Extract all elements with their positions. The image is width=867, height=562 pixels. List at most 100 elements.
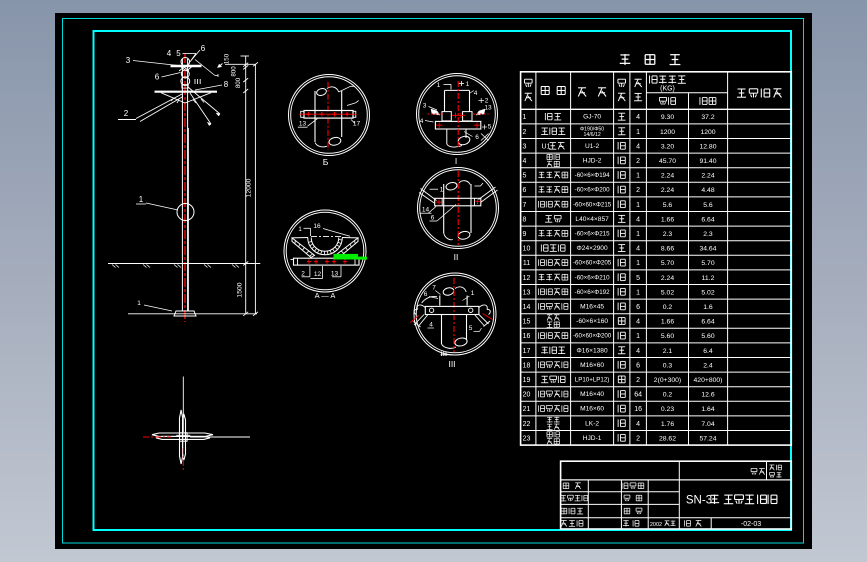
svg-text:I: I bbox=[455, 156, 457, 166]
svg-text:34.64: 34.64 bbox=[699, 246, 716, 253]
svg-text:6: 6 bbox=[431, 215, 435, 222]
svg-text:4: 4 bbox=[167, 49, 172, 58]
svg-text:4: 4 bbox=[636, 216, 640, 223]
svg-text:2.24: 2.24 bbox=[701, 173, 714, 180]
svg-text:0.23: 0.23 bbox=[661, 406, 674, 413]
svg-text:-60×6×160: -60×6×160 bbox=[576, 318, 608, 325]
svg-text:3: 3 bbox=[126, 56, 131, 65]
svg-text:6: 6 bbox=[636, 362, 640, 369]
svg-text:13: 13 bbox=[331, 271, 339, 278]
svg-text:1: 1 bbox=[636, 202, 640, 209]
svg-text:4: 4 bbox=[636, 319, 640, 326]
svg-text:1: 1 bbox=[139, 195, 144, 204]
svg-text:3: 3 bbox=[423, 103, 427, 110]
svg-text:23: 23 bbox=[523, 435, 531, 442]
svg-text:12000: 12000 bbox=[246, 178, 253, 197]
svg-text:2: 2 bbox=[124, 109, 129, 118]
svg-text:1: 1 bbox=[437, 82, 441, 89]
svg-text:2.1: 2.1 bbox=[663, 348, 673, 355]
svg-text:4.48: 4.48 bbox=[701, 187, 714, 194]
svg-text:18: 18 bbox=[523, 362, 531, 369]
svg-text:2: 2 bbox=[301, 271, 305, 278]
svg-text:1: 1 bbox=[636, 231, 640, 238]
svg-text:4: 4 bbox=[636, 348, 640, 355]
svg-text:M16×60: M16×60 bbox=[580, 362, 604, 369]
svg-text:6: 6 bbox=[424, 291, 428, 298]
svg-text:1.6: 1.6 bbox=[703, 304, 713, 311]
svg-text:5.02: 5.02 bbox=[701, 289, 714, 296]
svg-text:6.4: 6.4 bbox=[703, 348, 713, 355]
svg-text:11.2: 11.2 bbox=[702, 275, 715, 282]
svg-text:20: 20 bbox=[523, 392, 531, 399]
svg-text:9.30: 9.30 bbox=[661, 114, 674, 121]
svg-text:1200: 1200 bbox=[700, 129, 715, 136]
svg-text:2.3: 2.3 bbox=[703, 231, 713, 238]
svg-text:1.66: 1.66 bbox=[661, 319, 674, 326]
svg-text:2(0+300): 2(0+300) bbox=[654, 377, 681, 384]
svg-text:8: 8 bbox=[523, 216, 527, 223]
svg-text:5: 5 bbox=[176, 49, 181, 58]
svg-text:5: 5 bbox=[469, 325, 473, 332]
svg-text:21: 21 bbox=[523, 406, 531, 413]
svg-text:A — A: A — A bbox=[315, 291, 336, 300]
svg-text:2: 2 bbox=[636, 435, 640, 442]
svg-text:4: 4 bbox=[474, 90, 478, 97]
svg-text:Б: Б bbox=[323, 157, 329, 167]
svg-text:4: 4 bbox=[636, 246, 640, 253]
svg-text:7.04: 7.04 bbox=[701, 421, 714, 428]
svg-text:1: 1 bbox=[636, 173, 640, 180]
svg-text:16: 16 bbox=[313, 223, 321, 230]
svg-text:III: III bbox=[448, 359, 455, 369]
svg-text:U1-2: U1-2 bbox=[585, 143, 600, 150]
svg-text:10: 10 bbox=[523, 246, 531, 253]
svg-text:HJD-1: HJD-1 bbox=[583, 435, 602, 442]
svg-text:4: 4 bbox=[420, 118, 424, 125]
svg-text:4: 4 bbox=[636, 143, 640, 150]
svg-text:M16×40: M16×40 bbox=[580, 391, 604, 398]
svg-text:-60×6×Φ194: -60×6×Φ194 bbox=[575, 172, 610, 179]
svg-text:57.24: 57.24 bbox=[699, 435, 716, 442]
svg-text:2.3: 2.3 bbox=[663, 231, 673, 238]
svg-text:1: 1 bbox=[636, 333, 640, 340]
svg-text:8: 8 bbox=[224, 80, 229, 89]
svg-text:Φ24×2900: Φ24×2900 bbox=[577, 245, 608, 252]
svg-text:-60×60×Φ200: -60×60×Φ200 bbox=[573, 333, 612, 340]
svg-text:12: 12 bbox=[314, 271, 322, 278]
svg-text:5: 5 bbox=[523, 173, 527, 180]
svg-text:-60×6×Φ210: -60×6×Φ210 bbox=[575, 274, 610, 281]
svg-text:150: 150 bbox=[224, 53, 231, 64]
svg-text:1: 1 bbox=[636, 260, 640, 267]
svg-text:12.80: 12.80 bbox=[699, 143, 716, 150]
svg-text:-60×60×Φ215: -60×60×Φ215 bbox=[573, 201, 612, 208]
svg-text:6: 6 bbox=[523, 187, 527, 194]
svg-text:14: 14 bbox=[422, 207, 430, 214]
svg-text:M16×45: M16×45 bbox=[580, 304, 604, 311]
svg-text:91.40: 91.40 bbox=[699, 158, 716, 165]
svg-text:2.24: 2.24 bbox=[661, 187, 674, 194]
svg-text:22: 22 bbox=[523, 421, 531, 428]
svg-text:GJ-70: GJ-70 bbox=[583, 114, 601, 121]
svg-text:II: II bbox=[454, 252, 459, 262]
svg-text:3.20: 3.20 bbox=[661, 143, 674, 150]
svg-text:0.3: 0.3 bbox=[663, 362, 673, 369]
svg-text:17: 17 bbox=[353, 121, 361, 128]
svg-text:14/6/12: 14/6/12 bbox=[583, 132, 600, 138]
svg-text:-60×6×Φ215: -60×6×Φ215 bbox=[575, 231, 610, 238]
svg-text:L40×4×857: L40×4×857 bbox=[575, 216, 609, 223]
svg-text:LP10+LP12): LP10+LP12) bbox=[575, 377, 610, 384]
svg-text:1: 1 bbox=[298, 226, 302, 233]
svg-text:1: 1 bbox=[523, 114, 527, 121]
svg-text:5.6: 5.6 bbox=[663, 202, 673, 209]
svg-text:5.70: 5.70 bbox=[661, 260, 674, 267]
svg-text:11: 11 bbox=[523, 260, 530, 267]
svg-text:2: 2 bbox=[636, 187, 640, 194]
svg-text:37.2: 37.2 bbox=[701, 114, 714, 121]
svg-text:6.64: 6.64 bbox=[701, 319, 714, 326]
svg-text:16: 16 bbox=[523, 333, 531, 340]
svg-text:2.4: 2.4 bbox=[703, 362, 713, 369]
svg-text:SN-3: SN-3 bbox=[686, 494, 712, 506]
svg-text:13: 13 bbox=[484, 105, 492, 112]
svg-text:16: 16 bbox=[634, 406, 642, 413]
svg-text:6: 6 bbox=[155, 73, 160, 82]
svg-text:2: 2 bbox=[523, 129, 527, 136]
